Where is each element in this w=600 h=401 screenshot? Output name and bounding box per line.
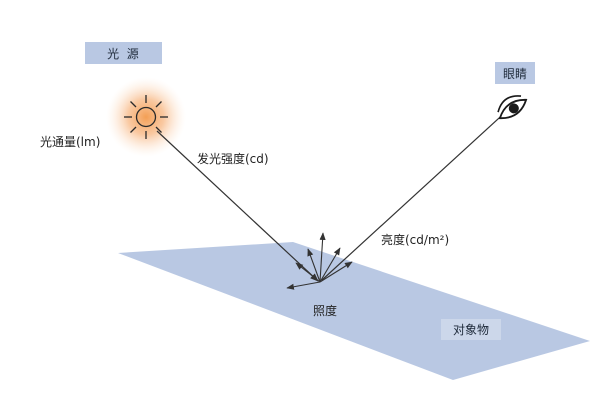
sun-icon [124,95,168,139]
light-source-glow [106,77,186,157]
eye-icon [497,95,528,120]
illuminance-label: 照度 [313,303,337,318]
reflected-ray [321,107,511,281]
object-label: 对象物 [453,323,489,337]
luminous-flux-label: 光通量(lm) [40,135,100,149]
luminous-intensity-label: 发光强度(cd) [197,151,269,166]
object-label-box [441,319,501,340]
eye-label: 眼睛 [503,67,527,81]
luminance-label: 亮度(cd/m²) [381,232,449,247]
diffuse-reflection-arrows [286,232,353,290]
object-plane [118,242,590,380]
light-source-label-box [85,42,162,64]
eye-label-box [495,62,535,84]
light-source-label: 光 源 [107,47,139,61]
incident-ray [156,130,319,282]
